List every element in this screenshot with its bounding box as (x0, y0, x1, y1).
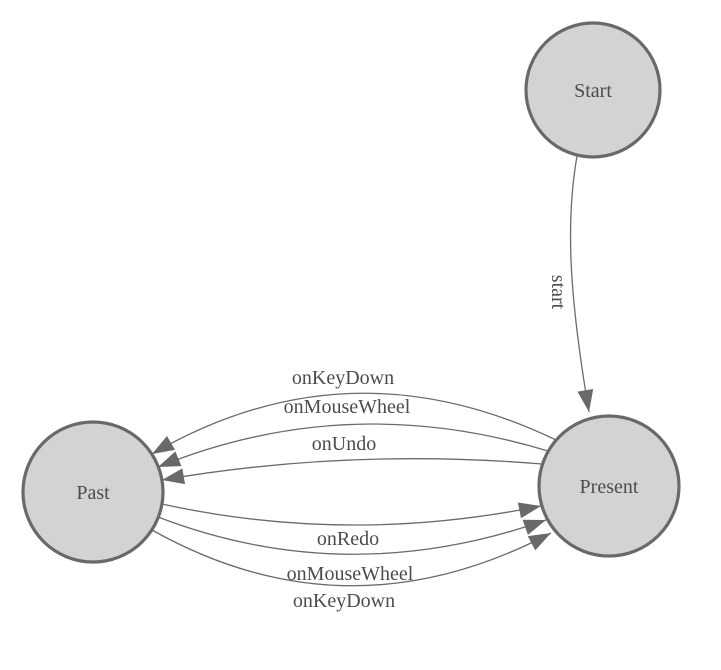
start-state-label: Start (574, 80, 612, 102)
edge-label-onkeydown-top: onKeyDown (292, 367, 394, 389)
edge-line (161, 458, 543, 485)
start-state-circle (524, 21, 662, 159)
edge-line (157, 423, 549, 468)
edge-label-onmousewheel-top: onMouseWheel (284, 396, 411, 418)
edge-present-to-past-onundo: onUndo (161, 433, 543, 485)
edge-present-to-past-onmousewheel: onMouseWheel (157, 396, 549, 468)
node-start: Start (524, 21, 662, 159)
edge-past-to-present-onredo: onRedo (161, 502, 542, 550)
present-state-circle (537, 414, 681, 558)
present-state-label: Present (580, 476, 639, 498)
past-state-circle (21, 420, 165, 564)
edge-line (161, 502, 542, 526)
edge-past-to-present-onkeydown: onKeyDown (151, 529, 552, 612)
edge-present-to-past-onkeydown: onKeyDown (151, 367, 557, 455)
edge-label-onmousewheel-bottom: onMouseWheel (287, 563, 414, 585)
edge-label-onkeydown-bottom: onKeyDown (293, 590, 395, 612)
edge-start-to-present: start (547, 155, 594, 413)
past-state-label: Past (76, 482, 110, 504)
edge-label-onundo: onUndo (312, 433, 376, 455)
edge-line (157, 516, 547, 555)
edge-line (569, 155, 594, 413)
node-present: Present (537, 414, 681, 558)
edge-past-to-present-onmousewheel: onMouseWheel (157, 516, 547, 585)
edge-label-start: start (547, 275, 569, 310)
edge-line (151, 529, 552, 587)
node-past: Past (21, 420, 165, 564)
edge-line (151, 392, 557, 455)
edge-label-onredo: onRedo (317, 528, 379, 550)
